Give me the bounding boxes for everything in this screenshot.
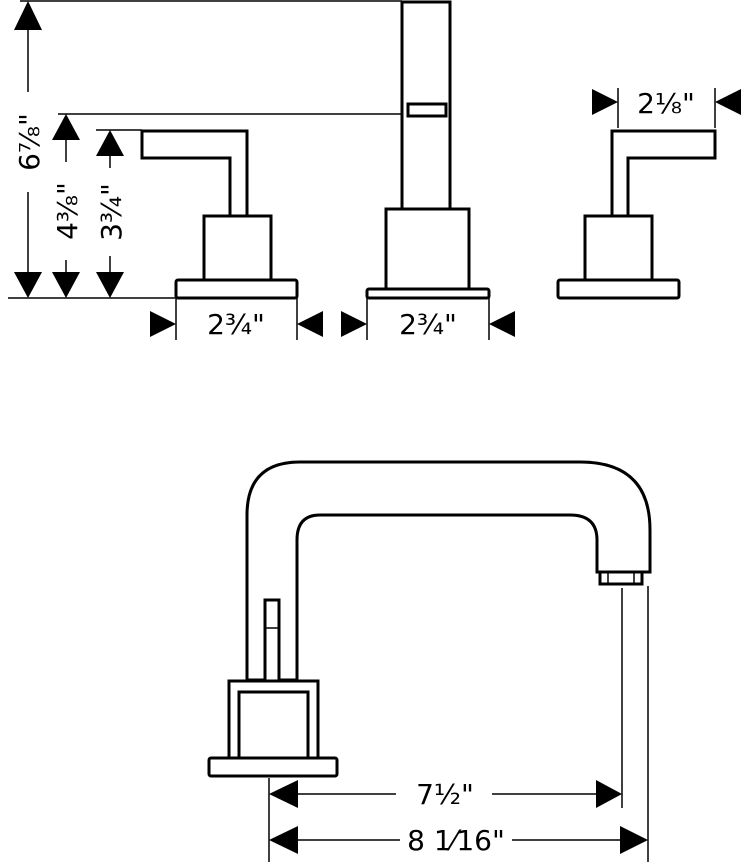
handle-lever-width-dimension: 2⅛"	[592, 87, 741, 128]
side-base	[207, 756, 339, 778]
arrow-down-icon	[96, 272, 124, 298]
arrow-left-icon	[715, 89, 741, 115]
overall-depth-dimension: 8 1⁄16"	[269, 824, 648, 857]
spout-reach-dimension: 7½"	[269, 778, 622, 811]
arrow-right-icon	[620, 826, 648, 854]
outlet-height-label: 4⅜"	[51, 182, 84, 240]
arrow-left-icon	[297, 311, 323, 337]
outlet-height-dimension: 4⅜"	[51, 114, 84, 298]
arrow-up-icon	[14, 1, 42, 30]
left-handle-lever	[140, 129, 249, 218]
arrow-down-icon	[14, 272, 42, 298]
arrow-right-icon	[596, 780, 622, 808]
handle-height-dimension: 3¾"	[95, 130, 128, 298]
arrow-right-icon	[592, 89, 618, 115]
handle-stem	[263, 598, 281, 692]
aerator	[598, 570, 644, 586]
arrow-right-icon	[150, 311, 176, 337]
spout-base	[365, 287, 491, 300]
handle-base-width-label: 2¾"	[207, 308, 265, 341]
spout-base-width-label: 2¾"	[399, 308, 457, 341]
arrow-left-icon	[269, 826, 298, 854]
handle-height-label: 3¾"	[95, 183, 128, 241]
valve-body-inner	[237, 690, 310, 760]
overall-height-dimension: 6⅞"	[13, 1, 46, 298]
spout-outlet	[406, 102, 448, 118]
right-handle-lever	[610, 129, 717, 218]
overall-depth-label: 8 1⁄16"	[407, 824, 505, 857]
side-view: 7½" 8 1⁄16"	[207, 460, 652, 862]
spout-body	[384, 207, 471, 291]
handle-base-width-dimension: 2¾"	[150, 308, 323, 341]
right-handle-base	[556, 278, 681, 300]
spout-base-width-dimension: 2¾"	[341, 308, 515, 341]
arrow-right-icon	[341, 311, 367, 337]
spout-reach-label: 7½"	[416, 778, 474, 811]
arrow-left-icon	[489, 311, 515, 337]
right-handle	[556, 129, 717, 300]
spout-front	[365, 0, 491, 300]
left-handle-body	[202, 214, 273, 282]
handle-lever-width-label: 2⅛"	[637, 87, 695, 120]
arrow-down-icon	[52, 272, 80, 298]
arrow-left-icon	[269, 780, 298, 808]
left-handle-base	[174, 278, 299, 300]
spout-side-profile	[245, 460, 652, 682]
arrow-up-icon	[96, 130, 124, 156]
right-handle-body	[583, 214, 654, 282]
left-handle	[140, 129, 299, 300]
arrow-up-icon	[52, 114, 80, 140]
front-view: 6⅞" 4⅜" 3¾" 2¾"	[8, 0, 741, 341]
overall-height-label: 6⅞"	[13, 113, 46, 171]
